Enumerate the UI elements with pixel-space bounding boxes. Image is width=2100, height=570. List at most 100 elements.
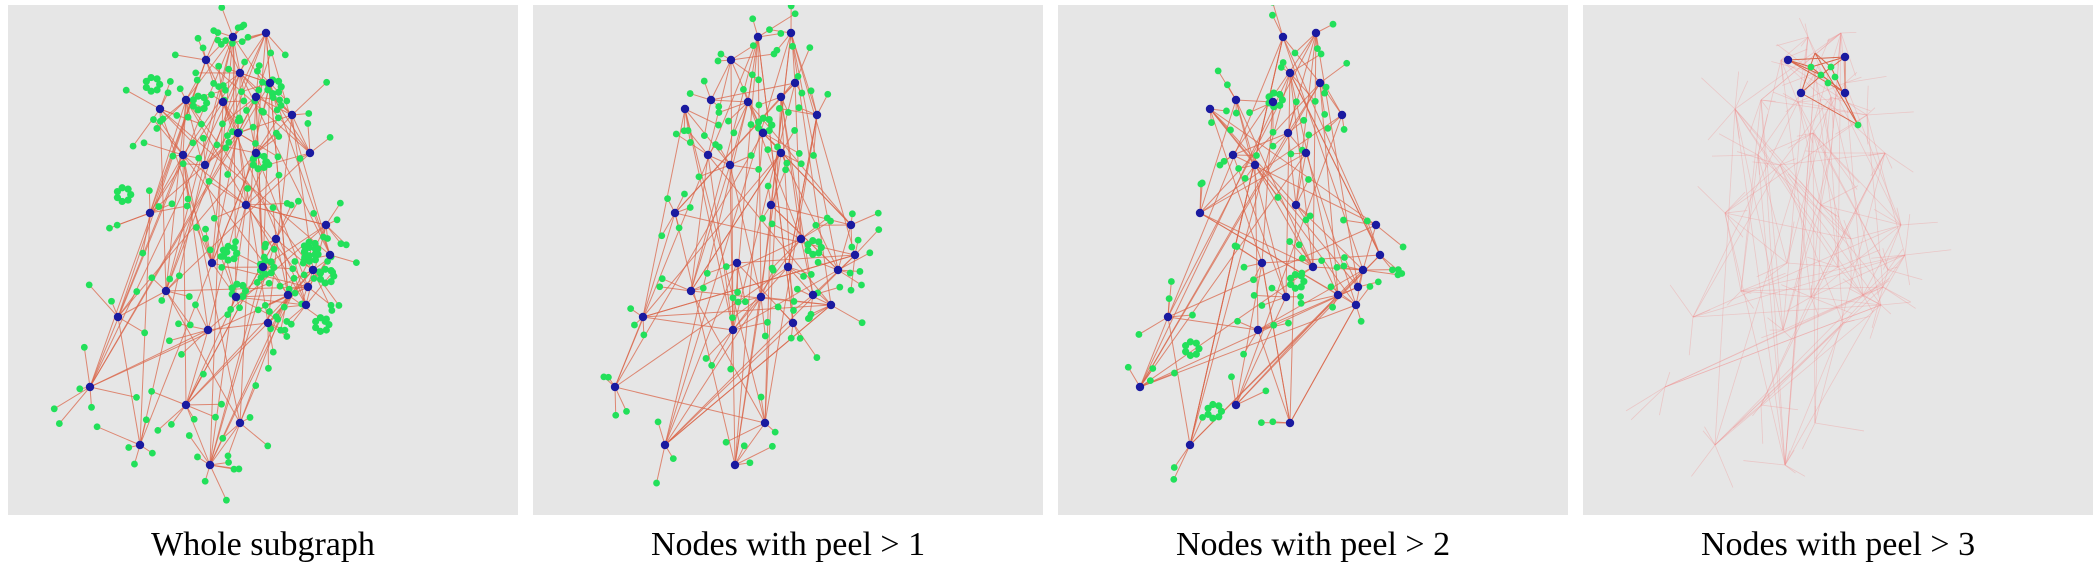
leaf-node bbox=[183, 202, 191, 210]
edge bbox=[1797, 97, 1848, 103]
edge bbox=[1295, 179, 1309, 206]
edge bbox=[656, 444, 666, 484]
edge bbox=[1243, 329, 1259, 355]
caption-peel-gt-2: Nodes with peel > 2 bbox=[1175, 526, 1451, 563]
edge bbox=[725, 422, 766, 443]
core-node bbox=[235, 68, 245, 78]
leaf-node bbox=[1292, 98, 1300, 106]
edge bbox=[1167, 316, 1191, 446]
leaf-node bbox=[757, 393, 765, 401]
edge bbox=[272, 207, 277, 240]
core-node bbox=[155, 104, 165, 114]
edge bbox=[733, 101, 749, 134]
core-node bbox=[732, 258, 742, 268]
edge bbox=[1842, 254, 1906, 324]
leaf-node bbox=[300, 271, 308, 279]
edge bbox=[1734, 108, 1884, 288]
edge bbox=[792, 322, 818, 358]
edge bbox=[1810, 296, 1853, 314]
edge bbox=[125, 89, 161, 110]
edge bbox=[1782, 72, 1816, 86]
leaf-node bbox=[1215, 413, 1223, 421]
edge bbox=[732, 296, 762, 331]
edge bbox=[1866, 114, 1884, 288]
edge bbox=[779, 107, 818, 116]
leaf-node bbox=[212, 413, 219, 421]
leaf-node bbox=[269, 204, 277, 212]
core-node bbox=[200, 160, 210, 170]
leaf-node bbox=[140, 139, 148, 147]
leaf-node bbox=[258, 107, 266, 115]
leaf-node bbox=[259, 78, 266, 86]
leaf-node bbox=[1817, 71, 1825, 79]
leaf-node bbox=[304, 120, 312, 127]
core-node bbox=[1783, 55, 1793, 65]
leaf-node bbox=[1295, 241, 1303, 249]
edge bbox=[1343, 257, 1359, 288]
leaf-node bbox=[301, 253, 309, 261]
leaf-node bbox=[254, 306, 262, 314]
leaf-node bbox=[1286, 280, 1295, 289]
leaf-node bbox=[186, 321, 194, 329]
leaf-node bbox=[148, 449, 156, 457]
core-node bbox=[283, 290, 293, 300]
leaf-node bbox=[329, 268, 337, 276]
edge bbox=[209, 422, 241, 466]
core-node bbox=[85, 382, 95, 392]
leaf-node bbox=[311, 245, 319, 253]
edge bbox=[214, 204, 247, 219]
edge bbox=[707, 262, 738, 274]
leaf-node bbox=[717, 50, 725, 58]
edge bbox=[736, 254, 856, 264]
leaf-node bbox=[179, 160, 187, 168]
edge bbox=[291, 81, 327, 116]
leaf-node bbox=[755, 165, 763, 173]
edge bbox=[1827, 32, 1842, 42]
edge bbox=[732, 321, 768, 331]
edge bbox=[780, 130, 796, 154]
edge bbox=[222, 96, 257, 125]
leaf-node bbox=[270, 263, 278, 271]
edge bbox=[1757, 72, 1816, 156]
edge bbox=[1697, 186, 1726, 214]
edge bbox=[1842, 319, 1855, 324]
edge bbox=[1880, 304, 1892, 315]
leaf-node bbox=[274, 88, 283, 96]
core-node bbox=[251, 92, 261, 102]
edge bbox=[58, 386, 91, 424]
edge bbox=[642, 212, 676, 318]
leaf-node bbox=[124, 185, 132, 193]
leaf-node bbox=[1340, 262, 1348, 270]
core-node bbox=[703, 150, 713, 160]
edge bbox=[270, 294, 289, 329]
edge bbox=[770, 169, 787, 206]
edge bbox=[185, 404, 211, 466]
leaf-node bbox=[715, 109, 723, 116]
core-node bbox=[610, 382, 620, 392]
edge bbox=[1873, 208, 1902, 226]
edge bbox=[159, 108, 194, 144]
leaf-node bbox=[656, 283, 664, 291]
edge bbox=[1862, 224, 1902, 296]
edge bbox=[684, 108, 719, 126]
edge bbox=[1724, 212, 1742, 292]
edge bbox=[195, 227, 213, 264]
leaf-node bbox=[740, 86, 747, 93]
leaf-node bbox=[238, 88, 245, 96]
edge bbox=[1298, 244, 1314, 268]
core-node bbox=[325, 250, 335, 260]
edge bbox=[1787, 296, 1812, 311]
leaf-node bbox=[1215, 402, 1223, 410]
edge bbox=[690, 36, 759, 292]
leaf-node bbox=[727, 365, 735, 373]
edge bbox=[1782, 329, 1792, 339]
leaf-node bbox=[310, 275, 318, 282]
edge bbox=[204, 135, 228, 166]
edge bbox=[268, 152, 311, 166]
edge bbox=[182, 154, 241, 424]
edge bbox=[1734, 108, 1822, 206]
leaf-node bbox=[1208, 119, 1215, 126]
core-node bbox=[1291, 200, 1301, 210]
edge bbox=[1780, 59, 1868, 116]
edge bbox=[1834, 215, 1852, 240]
